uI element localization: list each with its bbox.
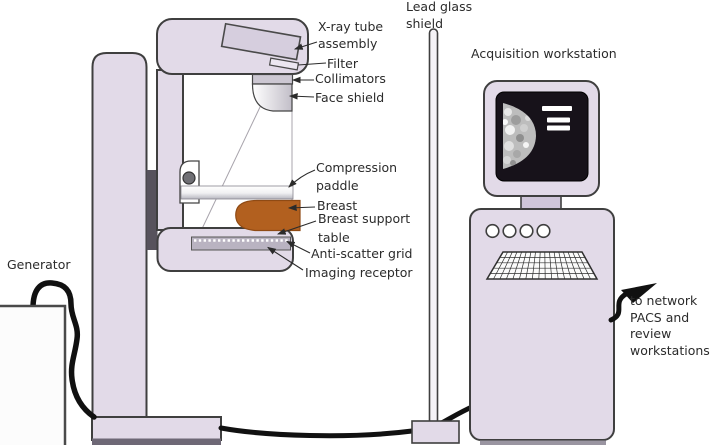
label-acquisition-workstation: Acquisition workstation xyxy=(471,46,617,61)
console-shadow xyxy=(480,440,606,445)
label-face-shield: Face shield xyxy=(315,90,385,105)
machine-base xyxy=(91,416,222,445)
breast-support-table xyxy=(156,227,294,272)
collimators xyxy=(251,73,294,85)
breast xyxy=(235,199,301,232)
label-network-line1: to network xyxy=(630,293,698,308)
filter xyxy=(268,57,300,71)
label-xray-tube-line1: X-ray tube xyxy=(318,19,384,34)
generator-box xyxy=(0,304,67,445)
monitor xyxy=(483,80,600,197)
network-arrow xyxy=(608,283,657,323)
label-xray-tube-line2: assembly xyxy=(318,36,378,51)
label-breast-support-line1: Breast support xyxy=(318,211,411,226)
label-compression-line2: paddle xyxy=(316,178,359,193)
compression-paddle xyxy=(179,160,294,204)
console-buttons xyxy=(485,223,551,239)
screen-text-bars xyxy=(542,106,572,131)
face-shield xyxy=(251,83,293,112)
label-collimators: Collimators xyxy=(315,71,386,86)
keyboard xyxy=(485,251,599,280)
label-compression-line1: Compression xyxy=(316,160,398,175)
label-lead-glass-line2: shield xyxy=(406,16,444,31)
carm-track xyxy=(146,170,158,250)
floor-cable xyxy=(218,425,415,439)
lead-glass-shield xyxy=(411,28,460,444)
label-network-line2: PACS and xyxy=(630,310,690,325)
imaging-receptor xyxy=(191,236,291,251)
label-lead-glass-line1: Lead glass xyxy=(406,0,473,14)
breast-scan-image xyxy=(503,103,536,169)
shield-base xyxy=(411,420,460,444)
label-filter: Filter xyxy=(327,56,358,71)
console-body xyxy=(469,208,615,441)
carm-arm xyxy=(156,69,184,231)
label-anti-scatter-grid: Anti-scatter grid xyxy=(311,246,413,261)
label-network-line4: workstations xyxy=(630,343,710,358)
label-network-line3: review xyxy=(630,326,672,341)
paddle-knob xyxy=(182,171,196,185)
gantry-column xyxy=(91,52,158,421)
label-imaging-receptor: Imaging receptor xyxy=(305,265,413,280)
label-generator: Generator xyxy=(7,257,71,272)
label-breast-support-line2: table xyxy=(318,230,350,245)
leader-lines xyxy=(267,41,327,271)
generator-cable xyxy=(30,280,97,420)
acquisition-workstation xyxy=(469,80,615,445)
xray-tube-assembly xyxy=(156,18,309,75)
label-breast: Breast xyxy=(317,198,358,213)
